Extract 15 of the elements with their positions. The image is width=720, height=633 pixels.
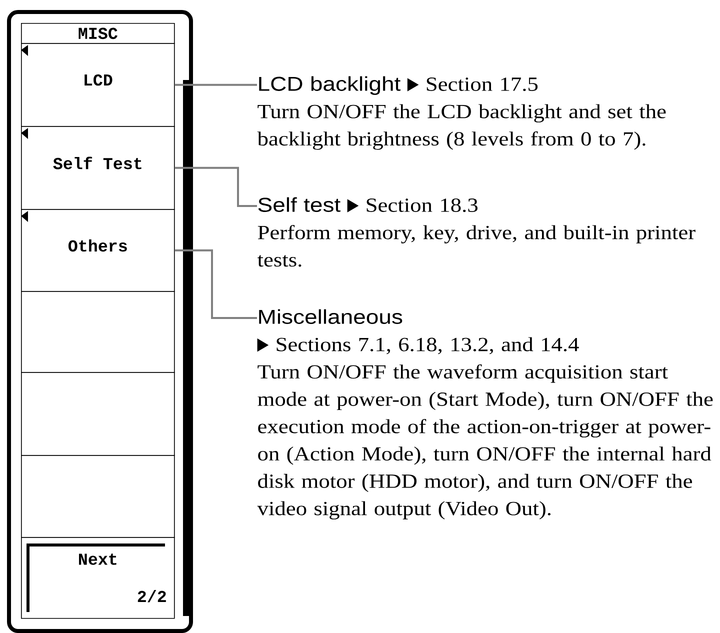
description-text: Miscellaneous Sections 7.1, 6.18, 13.2, and 14.4 Turn ON/OFF the waveform acquisition start mode at power-on (Start Mode), turn ON/OFF the execution mode of the action-on-trigger at power-on (Action Mode), turn ON/OFF the internal hard disk motor (HDD motor), and turn ON/OFF the video signal output (Video Out). — [257, 309, 713, 520]
leader-line — [174, 166, 257, 207]
soft-key: Self Test — [21, 126, 175, 210]
leader-line — [174, 84, 257, 86]
softkey-panel — [7, 10, 193, 633]
soft-key: LCD — [21, 43, 175, 127]
description-text: Self test Section 18.3 Perform memory, key, drive, and built-in printer tests. — [257, 197, 696, 267]
menu-title-bar: MISC — [21, 23, 175, 44]
blank-soft-key — [21, 455, 175, 538]
description-text: LCD backlight Section 17.5 Turn ON/OFF the LCD backlight and set the backlight brightness (8 levels from 0 to 7). — [257, 76, 666, 150]
next-key: Next 2/2 — [21, 537, 175, 619]
blank-soft-key — [21, 291, 175, 373]
soft-key: Others — [21, 209, 175, 292]
leader-line — [174, 249, 257, 319]
blank-soft-key — [21, 372, 175, 456]
